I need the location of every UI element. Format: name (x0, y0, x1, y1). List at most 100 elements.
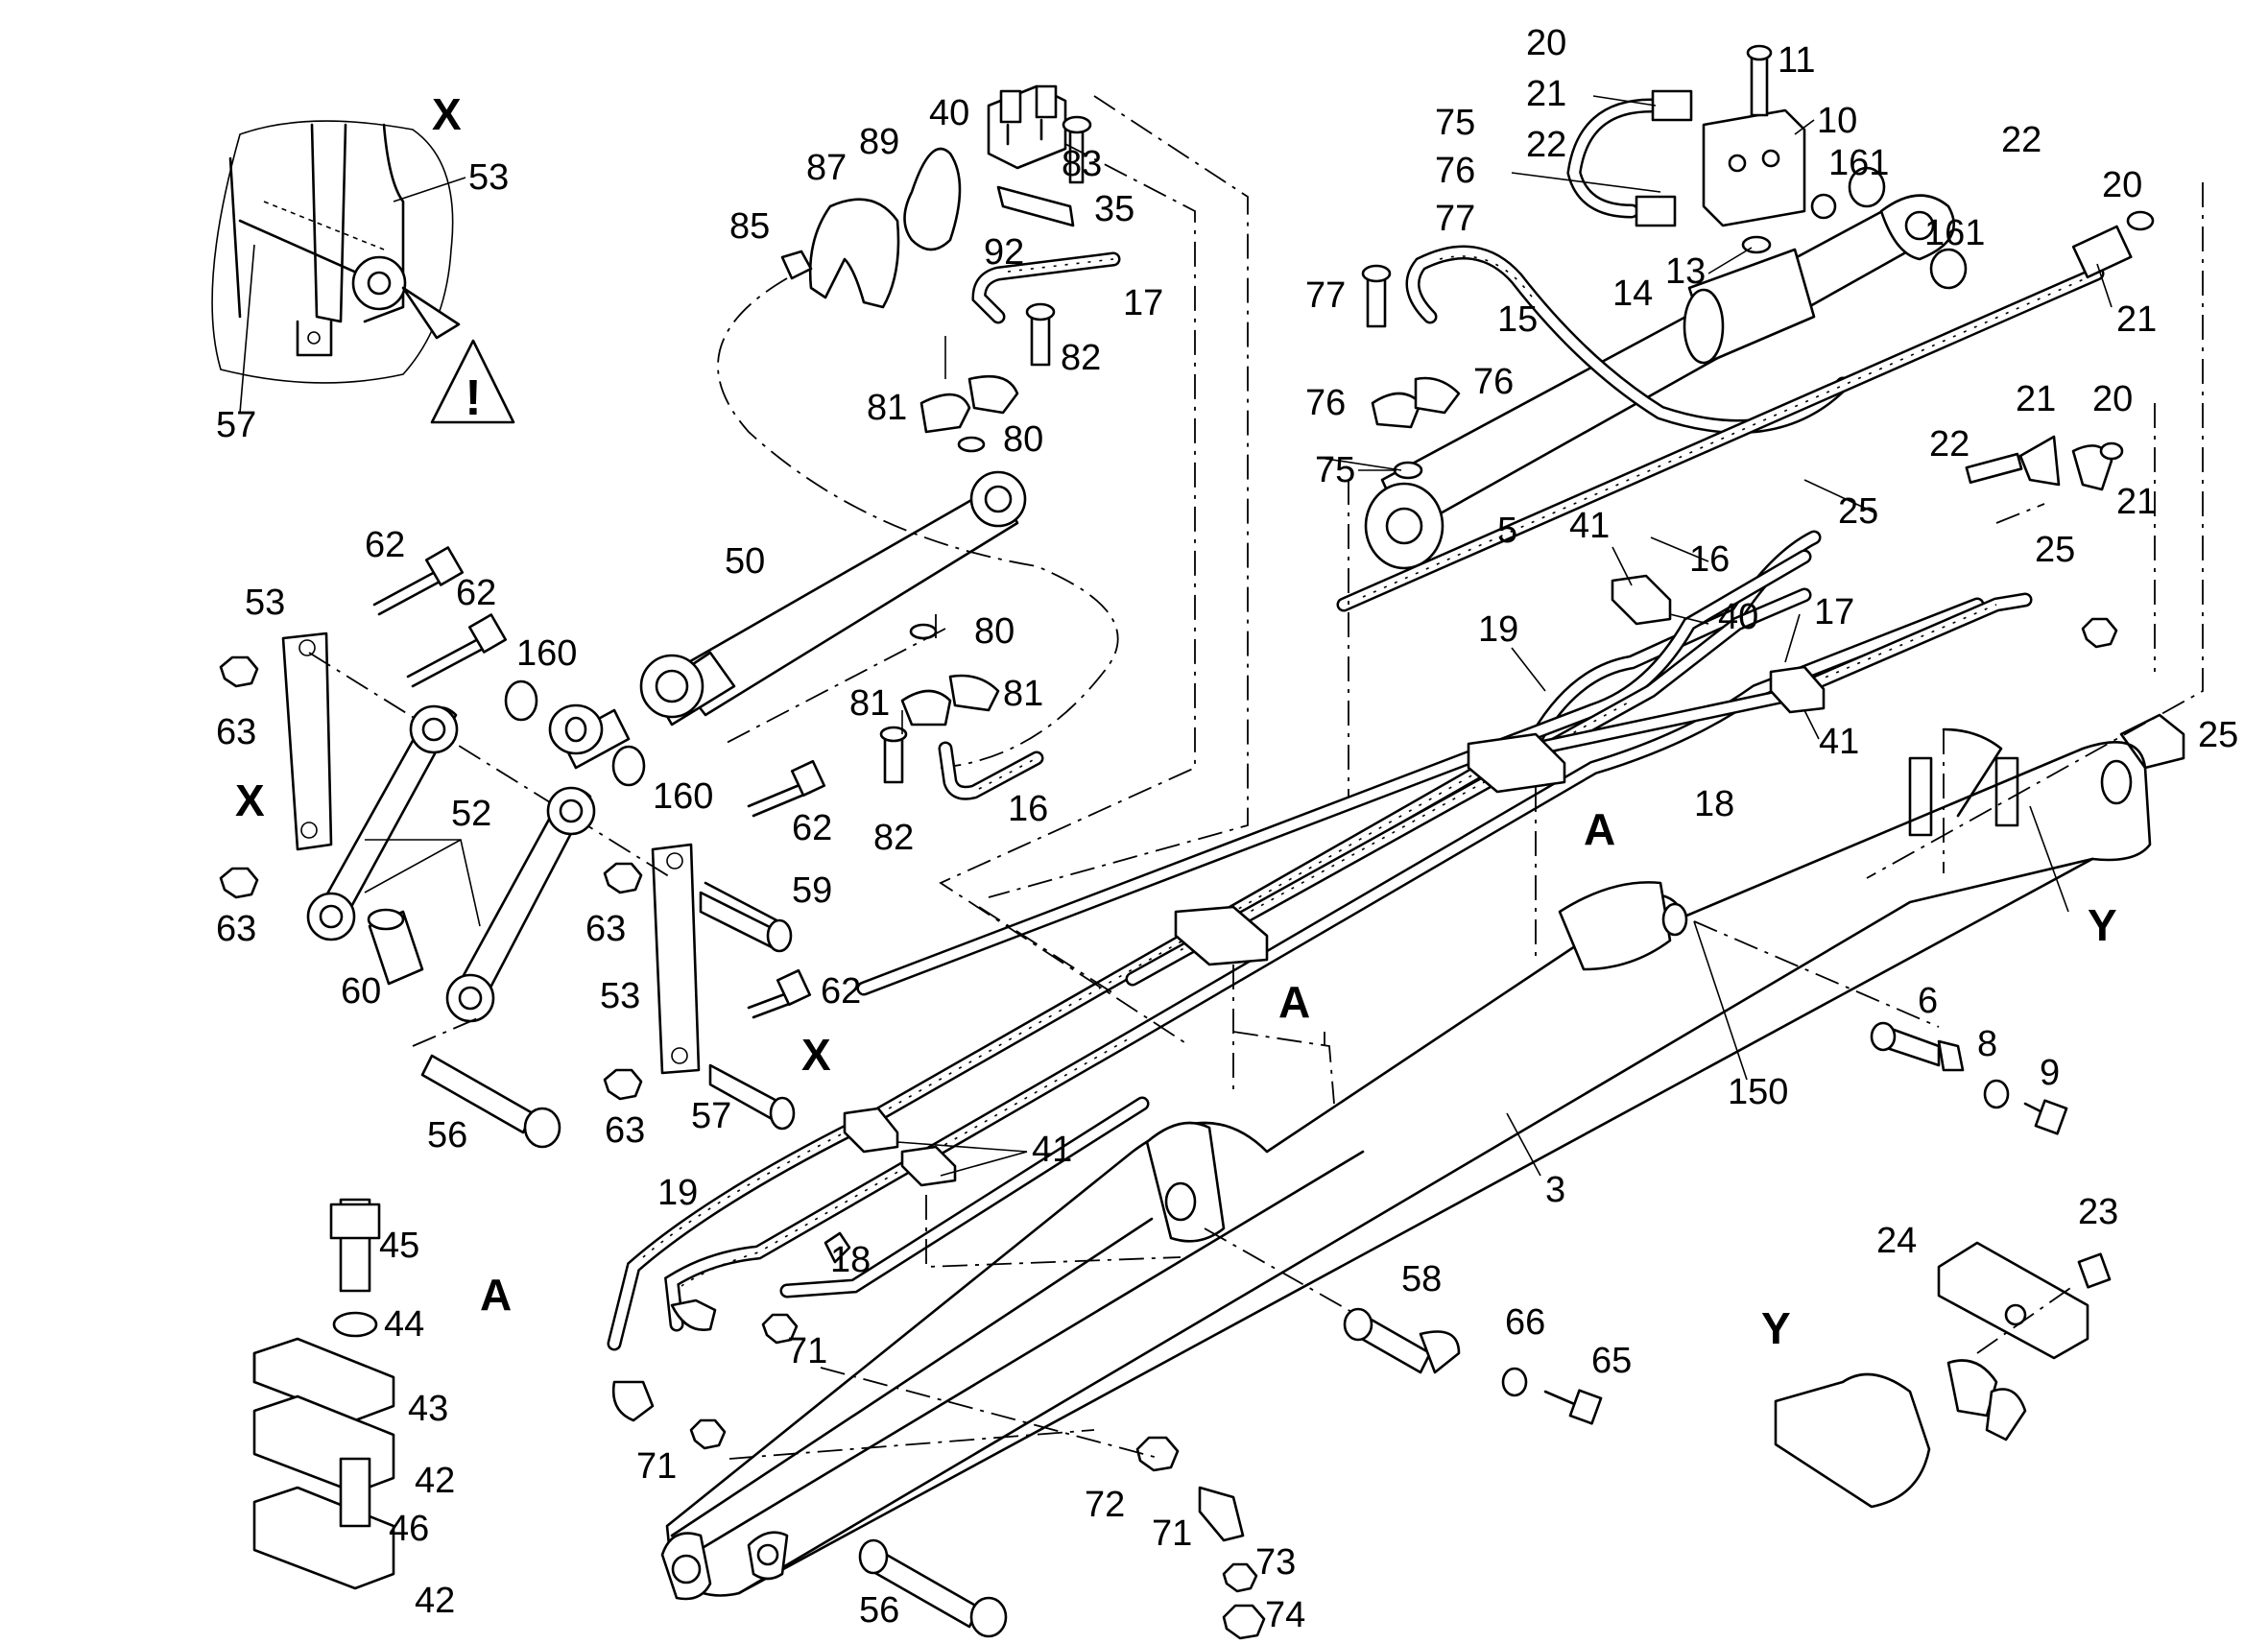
label-25-mid: 25 (2035, 530, 2075, 570)
label-92: 92 (984, 232, 1024, 273)
label-21-c: 21 (2016, 379, 2056, 419)
label-8: 8 (1977, 1024, 1997, 1064)
label-76-top: 76 (1435, 151, 1475, 191)
label-x-left: X (235, 775, 265, 825)
label-18-left: 18 (830, 1240, 871, 1280)
label-44: 44 (384, 1304, 424, 1345)
label-20-top: 20 (1526, 23, 1566, 63)
hose-16-center (879, 674, 1044, 800)
label-161-b: 161 (1924, 213, 1985, 253)
label-66: 66 (1505, 1302, 1545, 1343)
label-57: 57 (216, 405, 256, 445)
label-81-b1: 81 (849, 683, 890, 724)
label-17-top: 17 (1123, 283, 1163, 323)
label-71-c: 71 (1152, 1513, 1192, 1554)
label-6: 6 (1918, 981, 1938, 1021)
label-a-detail: A (480, 1270, 512, 1320)
label-59: 59 (792, 870, 832, 911)
label-21-d: 21 (2116, 482, 2157, 522)
label-40-right: 40 (1718, 597, 1758, 637)
label-62-c: 62 (792, 808, 832, 848)
label-41-bottom: 41 (1032, 1130, 1072, 1170)
label-56-bottom: 56 (859, 1590, 899, 1631)
label-13: 13 (1665, 251, 1706, 292)
label-15: 15 (1497, 299, 1538, 340)
label-14: 14 (1612, 274, 1653, 314)
label-62-b: 62 (456, 573, 496, 613)
label-60: 60 (341, 971, 381, 1012)
label-35: 35 (1094, 189, 1134, 229)
label-82-top: 82 (1061, 338, 1101, 378)
hose-17-center (919, 251, 1121, 453)
label-72: 72 (1085, 1485, 1125, 1525)
label-43: 43 (408, 1389, 448, 1429)
label-80-bottom: 80 (974, 611, 1015, 652)
label-42-b: 42 (415, 1581, 455, 1621)
label-53: 53 (468, 157, 509, 198)
label-77-top: 77 (1435, 199, 1475, 239)
label-71-a: 71 (787, 1331, 827, 1371)
label-75-top: 75 (1435, 103, 1475, 143)
cylinder-50 (504, 470, 1027, 787)
label-81-b2: 81 (1003, 674, 1043, 714)
label-41-top: 41 (1569, 506, 1610, 546)
label-22-right: 22 (2001, 120, 2041, 160)
label-a-center: A (1278, 977, 1310, 1027)
label-y-detail: Y (1761, 1303, 1791, 1353)
label-24: 24 (1876, 1221, 1917, 1261)
label-85: 85 (729, 206, 770, 247)
label-77-b: 77 (1305, 275, 1346, 316)
label-65: 65 (1591, 1341, 1632, 1381)
label-76-a: 76 (1305, 383, 1346, 423)
label-9: 9 (2040, 1053, 2060, 1093)
label-160-a: 160 (516, 633, 577, 674)
label-53-c: 53 (600, 976, 640, 1016)
label-160-b: 160 (653, 776, 713, 817)
label-y-right: Y (2088, 900, 2117, 950)
label-20-c: 20 (2092, 379, 2133, 419)
label-5: 5 (1497, 511, 1517, 551)
label-50: 50 (725, 541, 765, 582)
label-19-left: 19 (657, 1173, 698, 1213)
label-a-mid: A (1584, 804, 1615, 854)
label-62-d: 62 (821, 971, 861, 1012)
left-link-assembly (219, 546, 826, 1149)
label-x-detail: X (432, 89, 462, 139)
label-3: 3 (1545, 1170, 1565, 1210)
label-53-b: 53 (245, 583, 285, 623)
label-16-left: 16 (1008, 789, 1048, 829)
boom-arm-3 (660, 727, 2152, 1601)
detail-y-view (1774, 1241, 2112, 1509)
top-center-clamps (717, 84, 1119, 769)
label-41-right: 41 (1819, 722, 1859, 762)
label-57-b: 57 (691, 1096, 731, 1136)
label-45: 45 (379, 1226, 419, 1266)
dashed-reference-lines (939, 95, 2204, 1105)
label-25-right: 25 (2198, 715, 2238, 755)
label-56-left: 56 (427, 1115, 467, 1156)
label-22-c: 22 (1929, 424, 1970, 465)
detail-a-view (252, 1198, 395, 1590)
label-10: 10 (1817, 101, 1857, 141)
label-74: 74 (1265, 1595, 1305, 1635)
label-82-bottom: 82 (873, 818, 914, 858)
label-11: 11 (1778, 40, 1815, 81)
label-75-b: 75 (1315, 450, 1355, 490)
label-89: 89 (859, 122, 899, 162)
label-81-top: 81 (867, 388, 907, 428)
label-58: 58 (1401, 1259, 1442, 1299)
label-150: 150 (1728, 1072, 1788, 1112)
label-42-a: 42 (415, 1461, 455, 1501)
warning-triangle-icon: ! (430, 339, 515, 426)
label-19-right: 19 (1478, 609, 1518, 650)
label-17-right: 17 (1814, 592, 1854, 632)
label-63-d: 63 (605, 1110, 645, 1151)
part-number-labels: X 53 57 40 89 87 83 35 85 92 17 82 81 80… (216, 23, 2238, 1635)
label-21-right: 21 (2116, 299, 2157, 340)
hose-21-right (1336, 210, 2155, 612)
label-83: 83 (1062, 144, 1102, 184)
label-46: 46 (389, 1509, 429, 1549)
label-21-top: 21 (1526, 74, 1566, 114)
label-63-c: 63 (585, 909, 626, 949)
